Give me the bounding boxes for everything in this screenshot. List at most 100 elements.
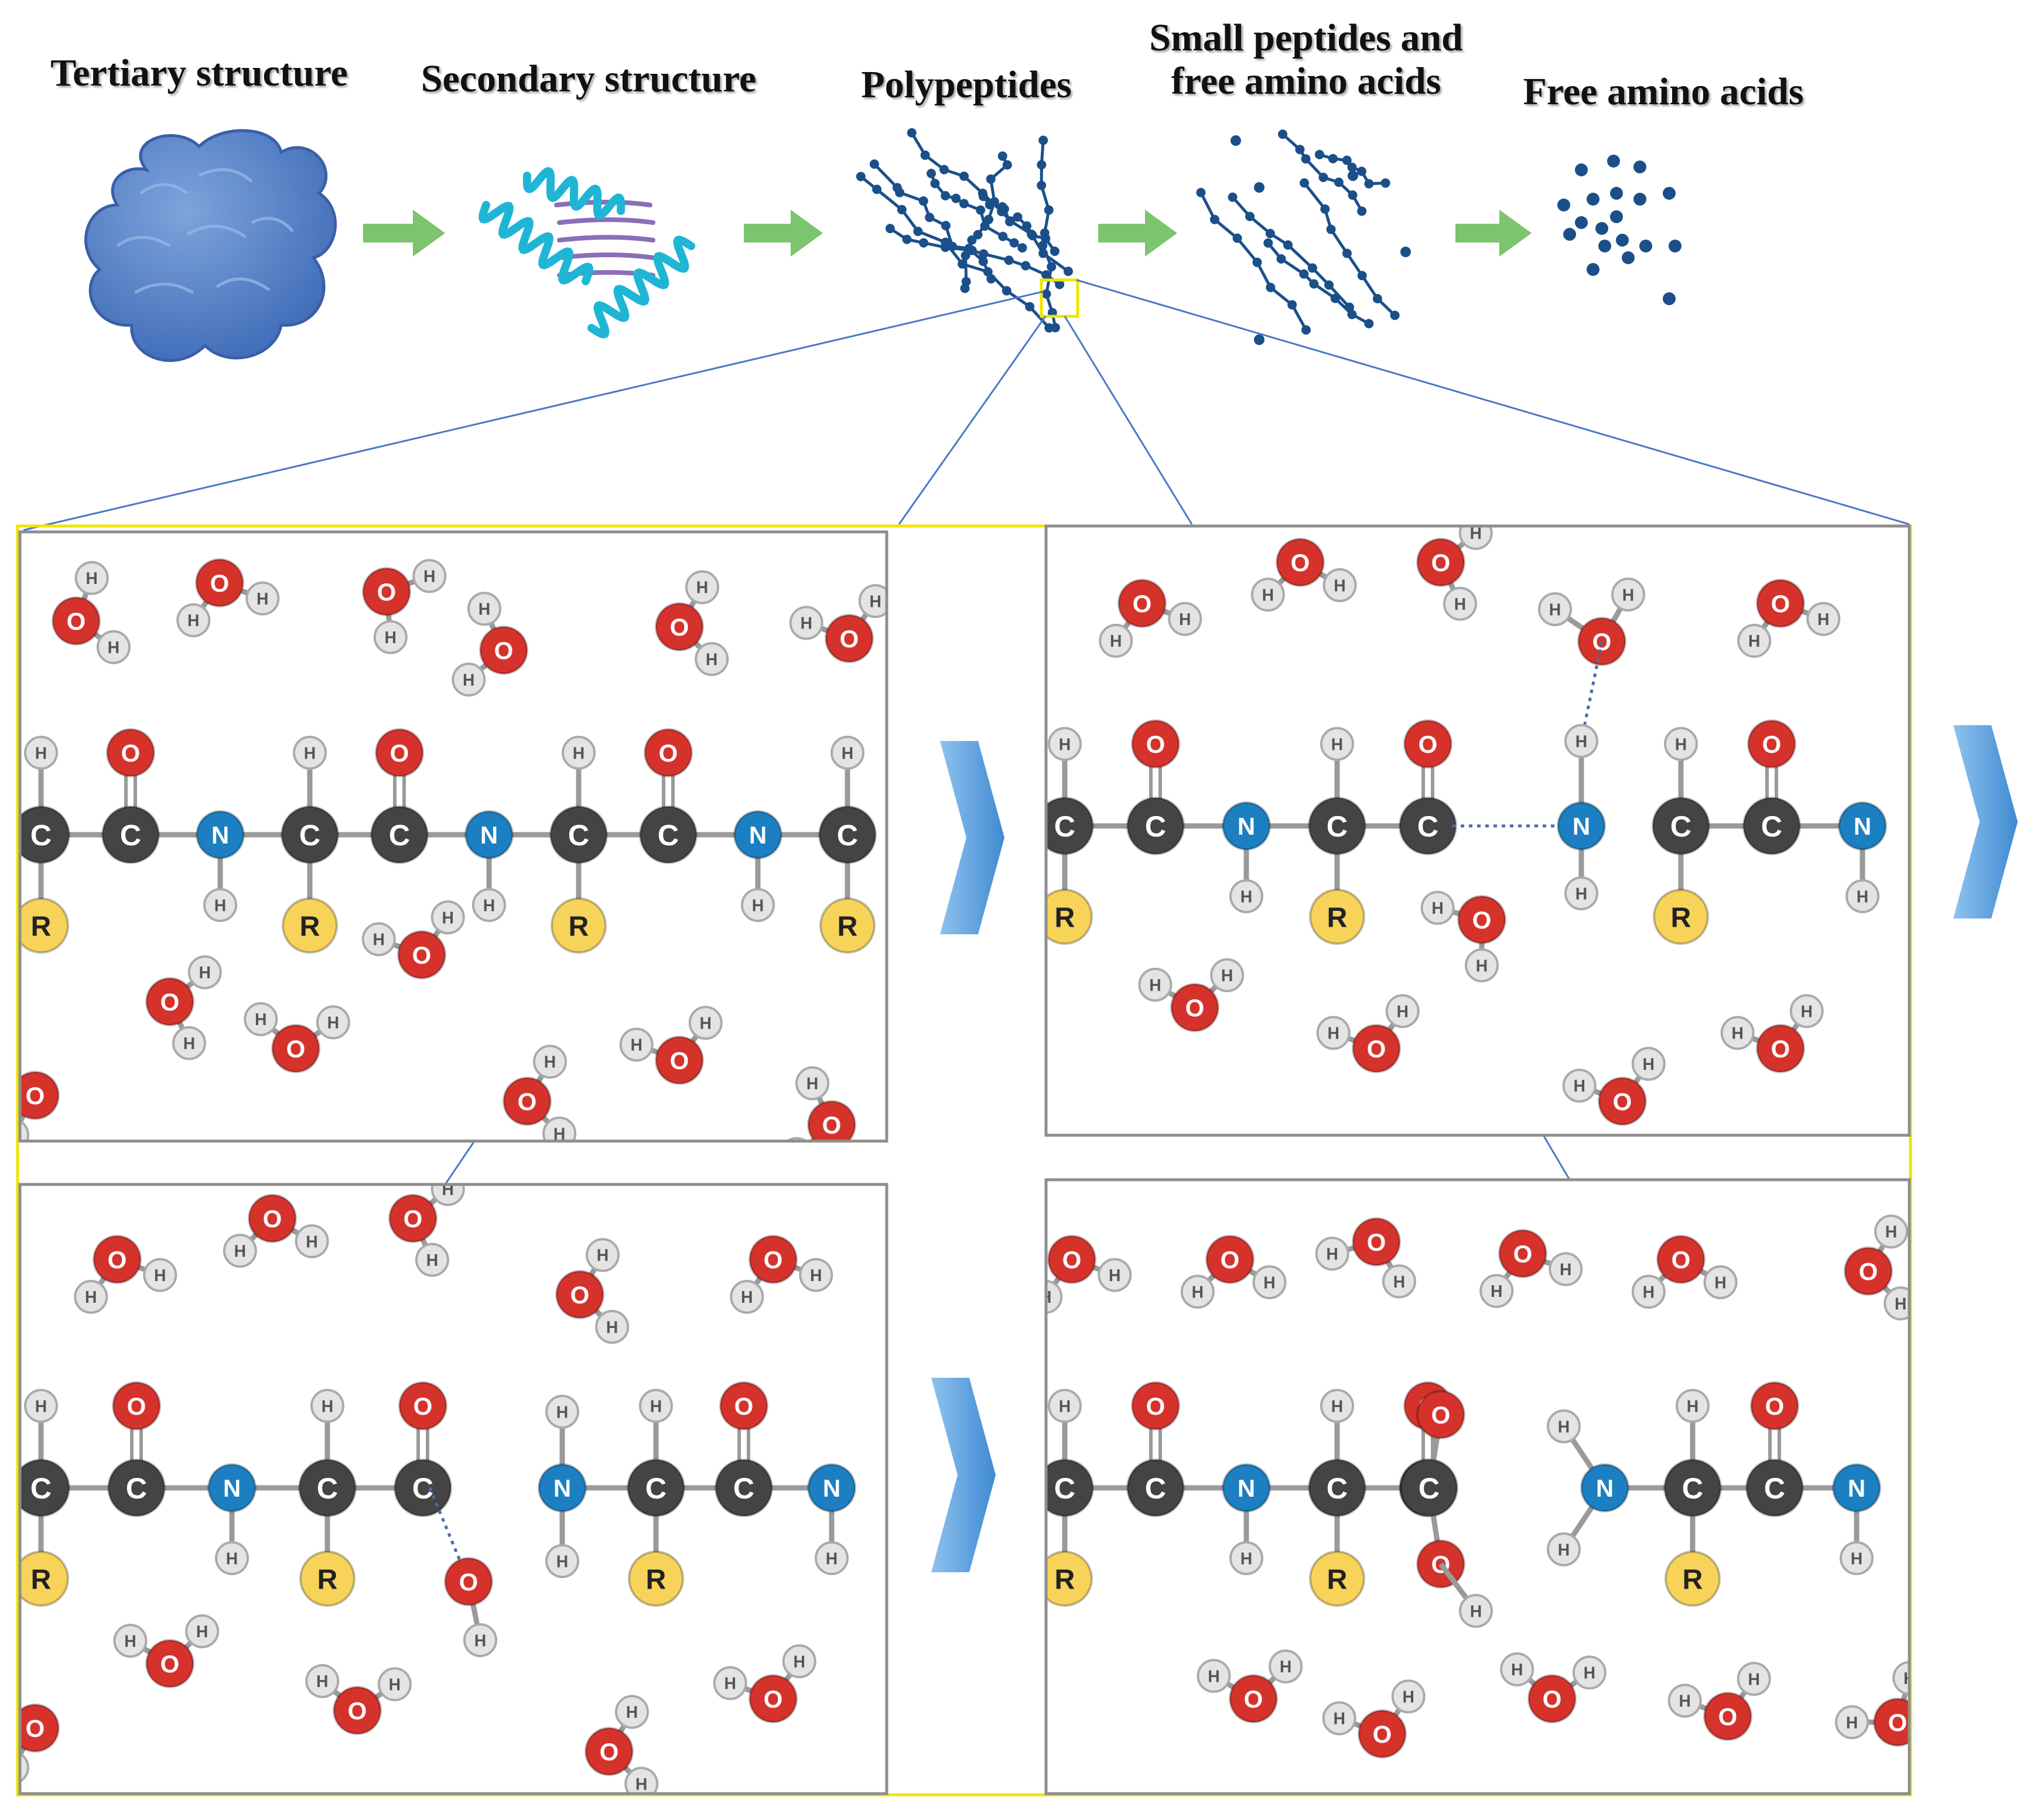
atom-c: C: [1399, 797, 1457, 855]
atom-c: C: [20, 1459, 70, 1517]
svg-text:H: H: [869, 592, 881, 611]
atom-h: H: [1420, 890, 1455, 925]
svg-text:O: O: [659, 739, 678, 767]
atom-h: H: [113, 1624, 148, 1658]
atom-h: H: [20, 1119, 29, 1141]
atom-h: H: [361, 922, 396, 957]
svg-text:H: H: [322, 1397, 333, 1416]
svg-text:C: C: [1145, 810, 1166, 843]
svg-text:O: O: [404, 1205, 423, 1232]
svg-text:H: H: [257, 590, 268, 609]
svg-text:C: C: [1145, 1471, 1166, 1505]
svg-text:H: H: [1331, 1397, 1343, 1416]
atom-h: H: [562, 736, 596, 770]
atom-o: O: [1403, 719, 1452, 769]
atom-c: C: [715, 1459, 773, 1517]
atom-h: H: [1443, 586, 1477, 621]
atom-h: H: [172, 1026, 206, 1060]
svg-text:C: C: [1327, 1471, 1348, 1505]
atom-h: H: [1538, 592, 1572, 626]
svg-text:H: H: [1560, 1261, 1571, 1279]
atom-h: H: [1562, 1068, 1597, 1103]
atom-o: O: [145, 977, 194, 1026]
svg-text:O: O: [1221, 1246, 1240, 1273]
atom-h: H: [1676, 1389, 1710, 1423]
atom-r: R: [1309, 1551, 1365, 1607]
svg-text:O: O: [1062, 1246, 1082, 1273]
svg-text:O: O: [670, 1047, 689, 1074]
svg-text:O: O: [1543, 1685, 1562, 1713]
svg-text:H: H: [1208, 1667, 1219, 1686]
atom-h: H: [310, 1389, 344, 1423]
svg-text:H: H: [1221, 967, 1233, 985]
svg-text:C: C: [645, 1471, 667, 1505]
svg-text:O: O: [1613, 1088, 1632, 1115]
svg-text:H: H: [442, 909, 453, 927]
atom-h: H: [176, 603, 211, 637]
svg-text:H: H: [1179, 610, 1191, 629]
svg-text:O: O: [1771, 1035, 1790, 1063]
svg-text:C: C: [317, 1471, 338, 1505]
svg-text:H: H: [1240, 1549, 1252, 1568]
svg-text:O: O: [570, 1281, 590, 1309]
svg-text:C: C: [1327, 810, 1348, 843]
atom-h: H: [545, 1544, 579, 1578]
svg-text:H: H: [842, 744, 853, 763]
svg-text:H: H: [1470, 1602, 1482, 1621]
process-arrow-3: [1098, 210, 1177, 257]
atom-r: R: [1046, 889, 1093, 945]
atom-r: R: [628, 1551, 684, 1607]
atom-h: H: [1316, 1016, 1351, 1050]
atom-h: H: [1320, 1389, 1354, 1423]
svg-text:N: N: [1848, 1474, 1865, 1502]
atom-h: H: [639, 1389, 673, 1423]
svg-text:H: H: [1714, 1273, 1726, 1292]
svg-text:H: H: [1491, 1282, 1502, 1301]
label-small-line2: free amino acids: [1171, 59, 1441, 103]
svg-text:H: H: [699, 1014, 711, 1033]
svg-text:H: H: [1675, 735, 1687, 754]
svg-text:H: H: [1584, 1664, 1595, 1683]
atom-h: H: [586, 1238, 620, 1272]
process-arrows: [363, 210, 1532, 257]
svg-text:H: H: [1327, 1025, 1339, 1043]
svg-text:H: H: [1748, 632, 1760, 651]
svg-text:C: C: [1761, 810, 1782, 843]
svg-text:H: H: [479, 600, 490, 619]
svg-text:O: O: [670, 613, 689, 641]
atom-h: H: [316, 1005, 350, 1040]
atom-h: H: [1611, 578, 1645, 612]
atom-c: C: [107, 1459, 166, 1517]
svg-text:H: H: [1558, 1418, 1570, 1436]
svg-text:R: R: [31, 1563, 52, 1595]
svg-text:R: R: [1683, 1563, 1703, 1595]
svg-text:H: H: [1396, 1002, 1408, 1021]
atom-c: C: [1126, 797, 1185, 855]
atom-h: H: [1874, 1214, 1908, 1249]
svg-text:N: N: [1573, 812, 1590, 840]
svg-text:N: N: [823, 1474, 840, 1502]
atom-h: H: [619, 1027, 654, 1062]
svg-text:O: O: [1472, 906, 1492, 934]
svg-text:H: H: [1885, 1223, 1897, 1242]
svg-text:H: H: [0, 1054, 9, 1073]
atom-o: O: [1131, 719, 1180, 769]
atom-c: C: [394, 1459, 452, 1517]
svg-text:H: H: [1393, 1273, 1405, 1292]
atom-h: H: [1549, 1252, 1583, 1286]
atom-n: N: [807, 1463, 856, 1512]
atom-o: O: [1416, 1390, 1465, 1439]
atom-h: H: [789, 606, 823, 640]
atom-c: C: [1308, 1459, 1366, 1517]
label-polypeptides: Polypeptides: [861, 63, 1072, 106]
svg-text:O: O: [26, 1082, 45, 1109]
atom-h: H: [0, 1047, 19, 1079]
svg-text:N: N: [1238, 1474, 1255, 1502]
atom-h: H: [463, 1623, 497, 1657]
atom-h: H: [96, 630, 131, 664]
atom-o: O: [749, 1674, 798, 1723]
svg-text:O: O: [600, 1738, 619, 1766]
atom-o: O: [1117, 579, 1167, 628]
svg-text:C: C: [1419, 1471, 1440, 1505]
